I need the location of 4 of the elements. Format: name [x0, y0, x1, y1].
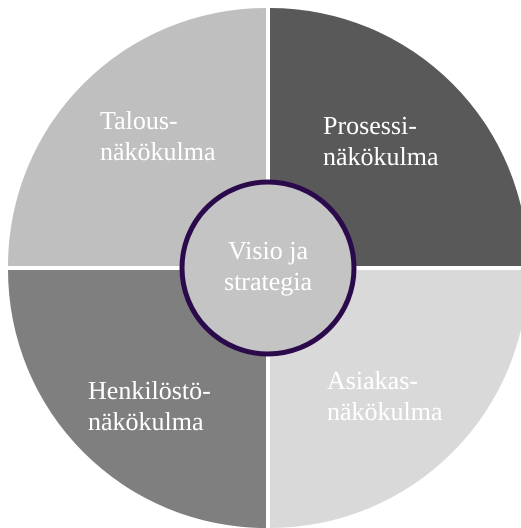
segment-label: Henkilöstö- näkökulma — [88, 375, 212, 438]
center-label: Visio ja strategia — [222, 235, 314, 298]
segment-label: Prosessi- näkökulma — [323, 110, 440, 172]
segment-label: Talous- näkökulma — [100, 105, 217, 168]
